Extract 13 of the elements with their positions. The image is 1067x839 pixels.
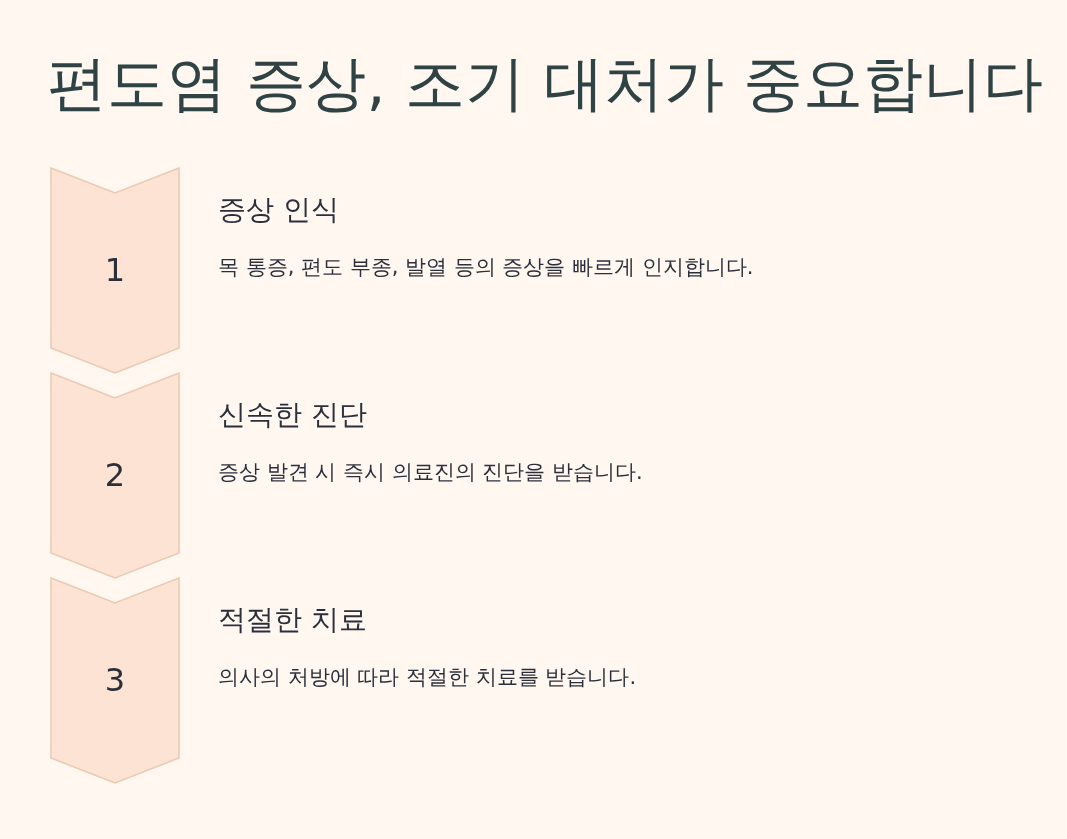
title: 편도염 증상, 조기 대처가 중요합니다 — [46, 47, 1044, 120]
step-heading: 적절한 치료 — [218, 603, 367, 637]
chevron-step — [50, 167, 180, 374]
step-heading: 신속한 진단 — [218, 398, 367, 432]
step-description: 증상 발견 시 즉시 의료진의 진단을 받습니다. — [218, 459, 643, 486]
step-number: 1 — [103, 251, 127, 289]
chevron-step — [50, 372, 180, 579]
step-heading: 증상 인식 — [218, 193, 339, 227]
step-number: 3 — [103, 661, 127, 699]
step-description: 의사의 처방에 따라 적절한 치료를 받습니다. — [218, 664, 637, 691]
step-number: 2 — [103, 456, 127, 494]
chevron-step — [50, 577, 180, 784]
step-description: 목 통증, 편도 부종, 발열 등의 증상을 빠르게 인지합니다. — [218, 254, 754, 281]
